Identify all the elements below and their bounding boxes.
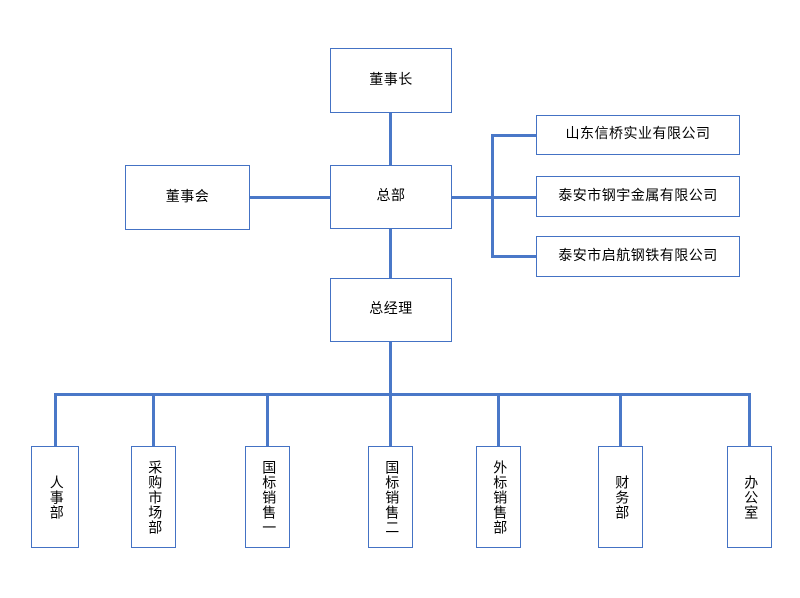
node-chairman-label: 董事长 [369,71,413,88]
node-department-5-label: 外标销售部 [491,459,508,535]
connector-department-drop-5 [497,393,500,446]
connector-department-drop-3 [266,393,269,446]
node-department-5[interactable]: 外标销售部 [476,446,521,548]
connector-headquarters-to-general-manager [389,228,392,279]
connector-department-bus [54,393,751,396]
node-subsidiary-1[interactable]: 山东信桥实业有限公司 [536,115,740,155]
connector-department-drop-1 [54,393,57,446]
node-board-of-directors[interactable]: 董事会 [125,165,250,230]
connector-general-manager-to-bus [389,341,392,396]
connector-chairman-to-headquarters [389,113,392,166]
node-headquarters[interactable]: 总部 [330,165,452,229]
connector-headquarters-to-subsidiaries [452,196,494,199]
node-general-manager[interactable]: 总经理 [330,278,452,342]
node-department-2-label: 采购市场部 [146,459,163,535]
node-subsidiary-3-label: 泰安市启航钢铁有限公司 [558,247,718,264]
node-subsidiary-2[interactable]: 泰安市钢宇金属有限公司 [536,176,740,217]
connector-board-to-headquarters [250,196,331,199]
node-department-7-label: 办公室 [742,474,759,520]
node-subsidiary-2-label: 泰安市钢宇金属有限公司 [558,187,718,204]
connector-department-drop-2 [152,393,155,446]
node-chairman[interactable]: 董事长 [330,48,452,113]
connector-subsidiary-stub-2 [491,196,537,199]
node-department-1[interactable]: 人事部 [31,446,79,548]
node-subsidiary-1-label: 山东信桥实业有限公司 [565,126,711,143]
node-headquarters-label: 总部 [376,188,406,205]
node-department-1-label: 人事部 [47,474,64,520]
node-department-2[interactable]: 采购市场部 [131,446,176,548]
connector-department-drop-7 [748,393,751,446]
node-department-3[interactable]: 国标销售一 [245,446,290,548]
connector-subsidiary-stub-3 [491,255,537,258]
node-subsidiary-3[interactable]: 泰安市启航钢铁有限公司 [536,236,740,277]
node-department-7[interactable]: 办公室 [727,446,772,548]
node-board-of-directors-label: 董事会 [165,188,210,205]
node-department-4[interactable]: 国标销售二 [368,446,413,548]
node-department-4-label: 国标销售二 [383,459,400,535]
node-general-manager-label: 总经理 [369,301,413,318]
node-department-6[interactable]: 财务部 [598,446,643,548]
connector-department-drop-6 [619,393,622,446]
connector-department-drop-4 [389,393,392,446]
connector-subsidiary-stub-1 [491,134,537,137]
node-department-6-label: 财务部 [613,474,630,520]
node-department-3-label: 国标销售一 [260,459,277,535]
